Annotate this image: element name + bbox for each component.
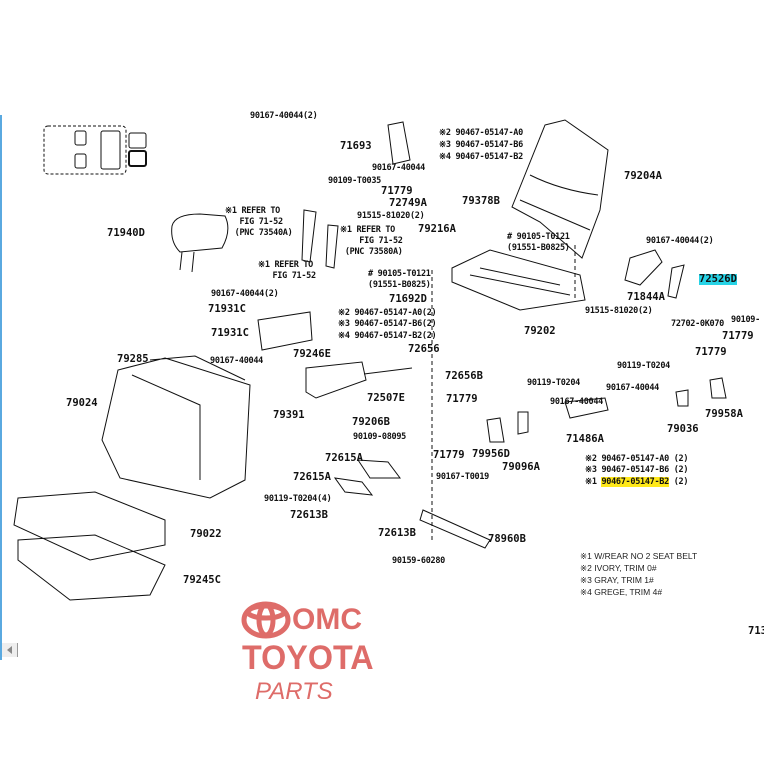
part-label: 90119-T0204(4) bbox=[264, 494, 332, 504]
legend-item: ※1 W/REAR NO 2 SEAT BELT bbox=[580, 551, 698, 561]
part-label: ※3 90467-05147-B6 (2) bbox=[585, 465, 689, 475]
part-label: 79024 bbox=[66, 397, 98, 409]
part-label: 72507E bbox=[367, 392, 405, 404]
part-label: 72749A bbox=[389, 197, 427, 209]
part-label: ※3 90467-05147-B6(2) bbox=[338, 319, 437, 329]
part-label: 91515-81020(2) bbox=[585, 306, 653, 316]
part-label: 71931C bbox=[208, 303, 246, 315]
legend-item: ※2 IVORY, TRIM 0# bbox=[580, 563, 657, 573]
part-label: 79285 bbox=[117, 353, 149, 365]
part-label: # 90105-T0121 (91551-B0825) bbox=[507, 232, 570, 253]
part-label: 90159-60280 bbox=[392, 556, 445, 566]
part-label: 90167-40044(2) bbox=[250, 111, 318, 121]
quantity: (2) bbox=[668, 477, 689, 487]
refer-note: ※1 REFER TO FIG 71-52 (PNC 73580A) bbox=[340, 225, 403, 257]
refer-note: ※1 REFER TO FIG 71-52 bbox=[258, 260, 316, 281]
part-label-highlighted-row: ※1 90467-05147-B2 (2) bbox=[585, 477, 689, 488]
part-label: ※4 90467-05147-B2(2) bbox=[338, 331, 437, 341]
watermark-omc: OMC bbox=[292, 603, 362, 636]
part-label: 71844A bbox=[627, 291, 665, 303]
cover bbox=[257, 311, 313, 351]
viewer-edge bbox=[0, 115, 2, 660]
part-label: 79378B bbox=[462, 195, 500, 207]
part-label: 71779 bbox=[433, 449, 465, 461]
part-label: 71779 bbox=[722, 330, 754, 342]
hinge-cover bbox=[624, 249, 685, 299]
part-label: 79216A bbox=[418, 223, 456, 235]
part-label: ※2 90467-05147-A0 bbox=[439, 128, 523, 138]
part-label: 90167-40044(2) bbox=[211, 289, 279, 299]
legend-item: ※3 GRAY, TRIM 1# bbox=[580, 575, 654, 585]
part-label: 71693 bbox=[340, 140, 372, 152]
part-label: 90109-08095 bbox=[353, 432, 406, 442]
part-label: 90119-T0204 bbox=[617, 361, 670, 371]
seat-belt bbox=[301, 209, 339, 269]
part-label: 79202 bbox=[524, 325, 556, 337]
vehicle-locator-icon bbox=[43, 125, 147, 175]
seat-cushion bbox=[13, 491, 166, 601]
part-label: 72613B bbox=[290, 509, 328, 521]
watermark-parts: PARTS bbox=[255, 678, 333, 705]
part-label: 90167-40044 bbox=[372, 163, 425, 173]
recliner bbox=[305, 361, 413, 399]
legend: ※1 W/REAR NO 2 SEAT BELT ※2 IVORY, TRIM … bbox=[580, 550, 697, 598]
part-label: 79245C bbox=[183, 574, 221, 586]
part-label: 90167-40044 bbox=[606, 383, 659, 393]
part-label: 71779 bbox=[695, 346, 727, 358]
seat-back-frame bbox=[511, 119, 609, 259]
headrest bbox=[171, 213, 229, 273]
part-label: 71931C bbox=[211, 327, 249, 339]
part-label: 79956D bbox=[472, 448, 510, 460]
part-label: 79246E bbox=[293, 348, 331, 360]
part-label: ※3 90467-05147-B6 bbox=[439, 140, 523, 150]
part-label: 71779 bbox=[446, 393, 478, 405]
part-label: ※2 90467-05147-A0 (2) bbox=[585, 454, 689, 464]
part-label: 90119-T0204 bbox=[527, 378, 580, 388]
part-label: 90167-T0019 bbox=[436, 472, 489, 482]
bracket bbox=[387, 121, 411, 165]
seat-frame bbox=[451, 249, 586, 311]
part-label: 72613B bbox=[378, 527, 416, 539]
part-label: 71940D bbox=[107, 227, 145, 239]
part-label: 71779 bbox=[381, 185, 413, 197]
part-label: 79204A bbox=[624, 170, 662, 182]
part-label: 90167-40044 bbox=[210, 356, 263, 366]
part-label: 79022 bbox=[190, 528, 222, 540]
misc-parts bbox=[333, 397, 609, 549]
misc-brackets bbox=[486, 377, 727, 443]
scroll-left-button[interactable] bbox=[2, 643, 18, 657]
part-label: 91515-81020(2) bbox=[357, 211, 425, 221]
part-label: 78960B bbox=[488, 533, 526, 545]
part-label: 79206B bbox=[352, 416, 390, 428]
part-label: 79391 bbox=[273, 409, 305, 421]
part-label: 72656B bbox=[445, 370, 483, 382]
part-label: 79036 bbox=[667, 423, 699, 435]
part-label: # 90105-T0121 (91551-B0825) bbox=[368, 269, 431, 290]
part-label: 90167-40044 bbox=[550, 397, 603, 407]
part-label: ※4 90467-05147-B2 bbox=[439, 152, 523, 162]
refer-note: ※1 REFER TO FIG 71-52 (PNC 73540A) bbox=[225, 206, 293, 238]
part-label: 72615A bbox=[293, 471, 331, 483]
legend-item: ※4 GREGE, TRIM 4# bbox=[580, 587, 663, 597]
part-label: 72656 bbox=[408, 343, 440, 355]
part-label: 72615A bbox=[325, 452, 363, 464]
watermark-toyota: TOYOTA bbox=[242, 639, 374, 677]
part-label: 79096A bbox=[502, 461, 540, 473]
part-label-highlighted[interactable]: 72526D bbox=[699, 273, 737, 285]
part-label: ※2 90467-05147-A0(2) bbox=[338, 308, 437, 318]
seat-back bbox=[101, 355, 251, 499]
part-label: 71692D bbox=[389, 293, 427, 305]
part-label: 79958A bbox=[705, 408, 743, 420]
part-label: 90109-T0035 bbox=[328, 176, 381, 186]
figure-number: 713 bbox=[748, 625, 764, 637]
part-label: 71486A bbox=[566, 433, 604, 445]
highlighted-part-number[interactable]: 90467-05147-B2 bbox=[601, 477, 669, 487]
part-label: 72702-0K070 bbox=[671, 319, 724, 329]
part-label: 90167-40044(2) bbox=[646, 236, 714, 246]
part-label: 90109- bbox=[731, 315, 760, 325]
note-mark: ※1 bbox=[585, 477, 602, 487]
